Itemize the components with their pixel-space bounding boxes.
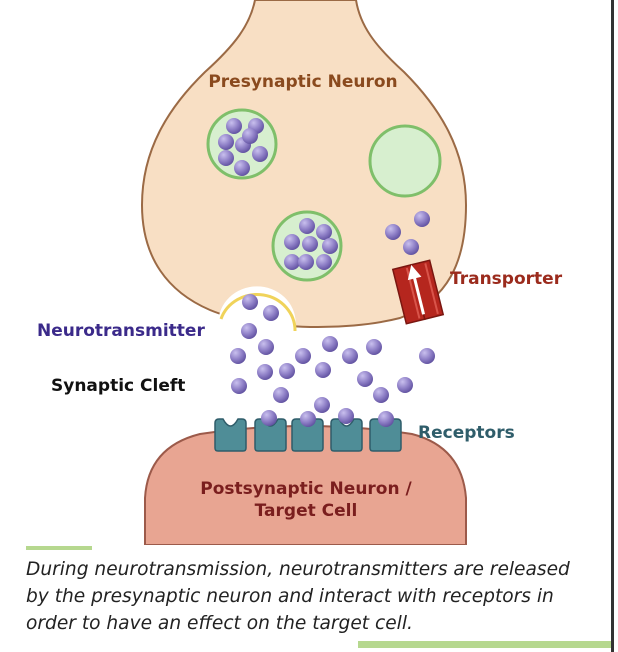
neurotransmitter-molecule xyxy=(338,408,354,424)
neurotransmitter-molecule xyxy=(315,362,331,378)
neurotransmitter-molecule xyxy=(241,323,257,339)
neurotransmitter-molecule xyxy=(263,305,279,321)
presynaptic-neuron xyxy=(140,0,468,329)
neurotransmitter-molecule xyxy=(230,348,246,364)
receptor xyxy=(369,418,402,452)
neurotransmitter-molecule xyxy=(314,397,330,413)
neurotransmitter-molecule xyxy=(257,364,273,380)
neurotransmitter-molecule xyxy=(231,378,247,394)
receptor xyxy=(291,418,324,452)
neurotransmitter-molecule xyxy=(419,348,435,364)
receptors-label: Receptors xyxy=(418,423,515,443)
neurotransmitter-molecules xyxy=(218,118,435,427)
neurotransmitter-molecule xyxy=(261,410,277,426)
transporter xyxy=(391,259,445,325)
neurotransmitter-molecule xyxy=(322,238,338,254)
neurotransmitter-label: Neurotransmitter xyxy=(37,321,205,341)
neurotransmitter-molecule xyxy=(226,118,242,134)
postsynaptic-label-line2: Target Cell xyxy=(255,501,358,521)
caption: During neurotransmission, neurotransmitt… xyxy=(26,559,570,634)
neurotransmitter-molecule xyxy=(385,224,401,240)
neurotransmitter-molecule xyxy=(284,254,300,270)
receptor xyxy=(214,418,247,452)
neurotransmitter-molecule xyxy=(366,339,382,355)
neurotransmitter-molecule xyxy=(403,239,419,255)
neurotransmitter-molecule xyxy=(284,234,300,250)
neurotransmitter-molecule xyxy=(218,134,234,150)
neurotransmitter-molecule xyxy=(299,218,315,234)
postsynaptic-label-line1: Postsynaptic Neuron / xyxy=(200,479,412,499)
neurotransmitter-molecule xyxy=(279,363,295,379)
neurotransmitter-molecule xyxy=(252,146,268,162)
neurotransmitter-molecule xyxy=(234,160,250,176)
vesicle-empty xyxy=(368,124,442,198)
neurotransmitter-molecule xyxy=(218,150,234,166)
neurotransmitter-molecule xyxy=(357,371,373,387)
neurotransmitter-molecule xyxy=(298,254,314,270)
neurotransmitter-molecule xyxy=(242,294,258,310)
neurotransmitter-molecule xyxy=(295,348,311,364)
neurotransmitter-molecule xyxy=(316,224,332,240)
neurotransmitter-molecule xyxy=(316,254,332,270)
synaptic-cleft-label: Synaptic Cleft xyxy=(51,376,185,396)
neurotransmitter-molecule xyxy=(378,411,394,427)
receptor xyxy=(330,418,363,452)
receptor xyxy=(254,418,287,452)
receptor-group xyxy=(214,418,402,452)
neurotransmitter-molecule xyxy=(322,336,338,352)
neurotransmitter-molecule xyxy=(342,348,358,364)
neurotransmitter-molecule xyxy=(373,387,389,403)
neurotransmitter-molecule xyxy=(300,411,316,427)
accent-bar-top xyxy=(26,546,92,550)
right-border xyxy=(611,0,614,652)
neurotransmitter-molecule xyxy=(397,377,413,393)
neurotransmitter-molecule xyxy=(273,387,289,403)
neurotransmitter-molecule xyxy=(414,211,430,227)
accent-bar-bottom xyxy=(358,641,614,648)
transporter-label: Transporter xyxy=(450,269,563,289)
neurotransmitter-molecule xyxy=(258,339,274,355)
synapse-diagram: Presynaptic Neuron Transporter Neurotran… xyxy=(37,0,563,545)
presynaptic-label: Presynaptic Neuron xyxy=(208,72,397,92)
neurotransmitter-molecule xyxy=(242,128,258,144)
fusion-membrane xyxy=(219,293,297,332)
neurotransmitter-molecule xyxy=(302,236,318,252)
